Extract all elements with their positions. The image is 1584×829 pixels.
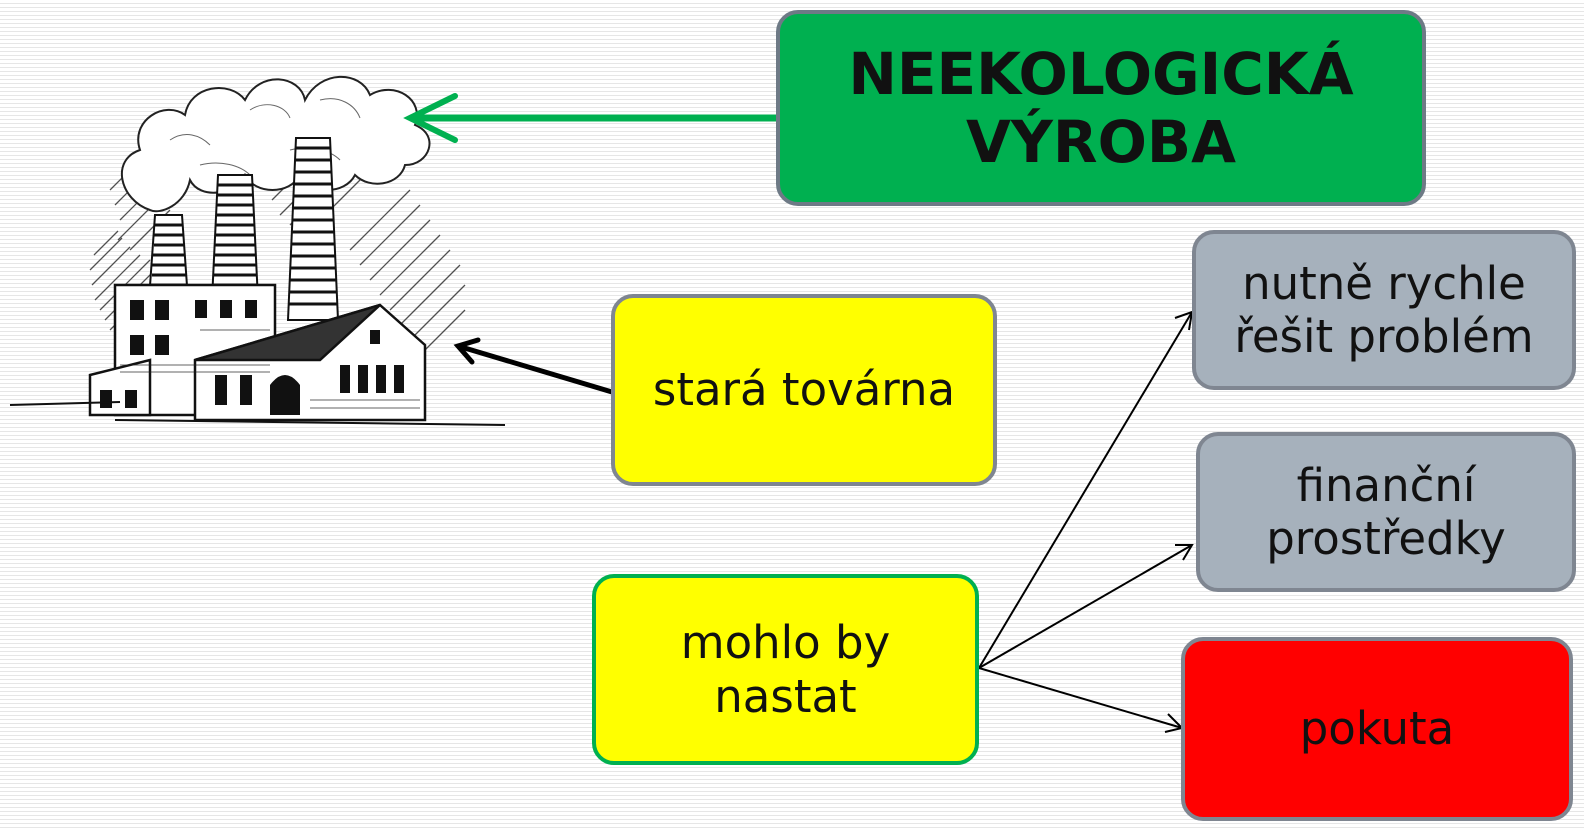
arrowhead-oldfactory	[453, 337, 481, 365]
finance-line2: prostředky	[1266, 512, 1506, 565]
arrowhead-title	[403, 93, 458, 143]
old-factory-label: stará továrna	[652, 363, 956, 417]
old-factory-box: stará továrna	[611, 294, 997, 486]
finance-line1: finanční	[1296, 458, 1476, 512]
finance-box: finanční prostředky	[1196, 432, 1576, 592]
could-happen-line1: mohlo by	[680, 616, 891, 670]
title-line2: VÝROBA	[966, 108, 1236, 176]
could-happen-box: mohlo by nastat	[592, 574, 979, 765]
urgent-line1: nutně rychle	[1242, 256, 1526, 310]
title-box: NEEKOLOGICKÁ VÝROBA	[776, 10, 1426, 206]
fine-label: pokuta	[1299, 702, 1455, 756]
urgent-box: nutně rychle řešit problém	[1192, 230, 1576, 390]
fine-box: pokuta	[1181, 637, 1573, 821]
urgent-line2: řešit problém	[1234, 310, 1534, 363]
arrow-to-fine	[978, 667, 1183, 729]
arrowhead-finance	[1175, 544, 1194, 561]
arrow-to-finance	[978, 544, 1193, 669]
could-happen-line2: nastat	[714, 669, 857, 723]
arrow-to-urgent	[978, 311, 1193, 669]
title-line1: NEEKOLOGICKÁ	[848, 39, 1354, 108]
arrow-oldfactory-to-factory	[457, 343, 613, 395]
factory-icon	[9, 75, 506, 426]
